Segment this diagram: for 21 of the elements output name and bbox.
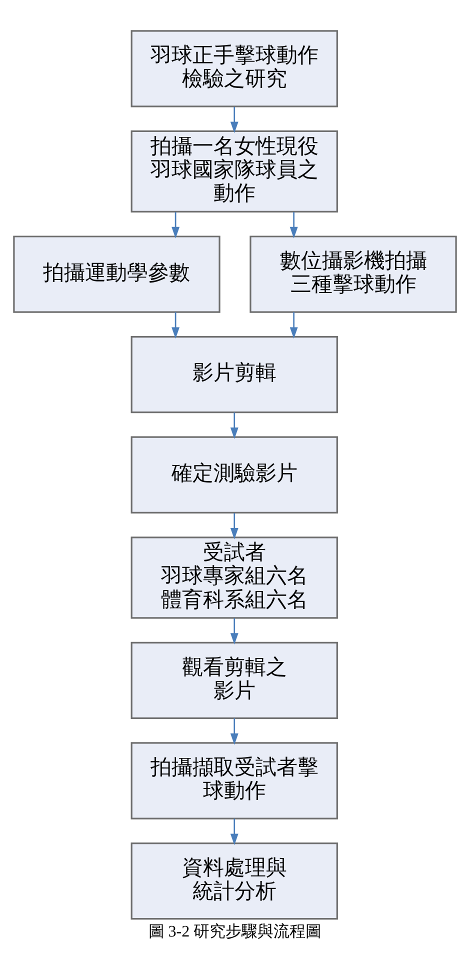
arrow [171, 212, 180, 238]
arrow [171, 312, 180, 339]
arrow [230, 718, 238, 745]
node-box: 確定測驗影片 [130, 436, 338, 514]
arrow [289, 312, 298, 339]
caption: 圖 3-2 研究步驟與流程圖 [148, 924, 322, 941]
arrow [230, 818, 238, 846]
node-box: 數位攝影機拍攝三種擊球動作 [249, 236, 456, 313]
arrow [230, 513, 238, 540]
node-box: 羽球正手擊球動作檢驗之研究 [130, 30, 338, 108]
node-box: 觀看剪輯之影片 [130, 642, 338, 720]
node-box: 影片剪輯 [130, 336, 338, 414]
arrow [289, 212, 298, 238]
arrow [230, 412, 238, 439]
node-box: 資料處理與統計分析 [130, 842, 338, 920]
node-box: 拍攝一名女性現役羽球國家隊球員之動作 [130, 130, 338, 213]
arrow [230, 106, 238, 134]
node-box: 拍攝運動學參數 [12, 236, 220, 313]
arrow [230, 618, 238, 645]
node-box: 拍攝擷取受試者擊球動作 [130, 742, 338, 820]
node-box: 受試者 羽球專家組六名 體育科系組六名 [130, 536, 338, 619]
